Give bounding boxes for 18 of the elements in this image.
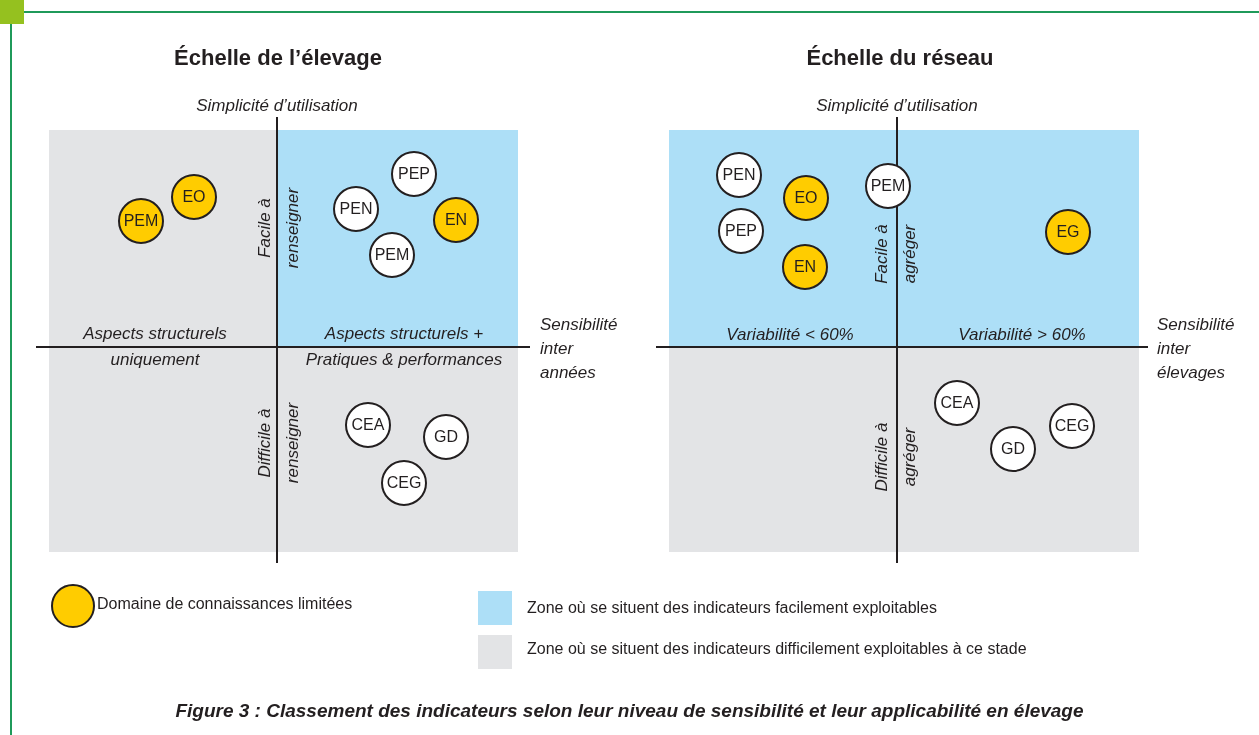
axis-pole-label: Facile à renseigner (254, 186, 303, 271)
axis-label: Sensibilité inter années (540, 314, 619, 384)
axis-pole-label: Difficile à agréger (871, 421, 920, 494)
axis-pole-label: Difficile à renseigner (254, 401, 303, 486)
axis-pole-label: Facile à agréger (871, 223, 920, 286)
chart-title: Échelle du réseau (805, 45, 995, 71)
axis-label: Sensibilité inter élevages (1157, 314, 1236, 384)
figure-caption: Figure 3 : Classement des indicateurs selon leur niveau de sensibilité et leur applicabilité en élevage (174, 700, 1085, 722)
quadrant-label: Variabilité < 60% (725, 324, 855, 346)
quadrant-label: Aspects structurels uniquement (81, 323, 228, 371)
axis-label: Simplicité d’utilisation (195, 95, 359, 117)
quadrant-label: Aspects structurels + Pratiques & performances (304, 323, 504, 371)
chart-title: Échelle de l’élevage (173, 45, 383, 71)
legend-text: Domaine de connaissances limitées (97, 595, 353, 613)
quadrant-label: Variabilité > 60% (957, 324, 1087, 346)
legend-text: Zone où se situent des indicateurs facilement exploitables (527, 599, 937, 617)
legend-text: Zone où se situent des indicateurs difficilement exploitables à ce stade (527, 640, 1027, 658)
axis-label: Simplicité d’utilisation (815, 95, 979, 117)
